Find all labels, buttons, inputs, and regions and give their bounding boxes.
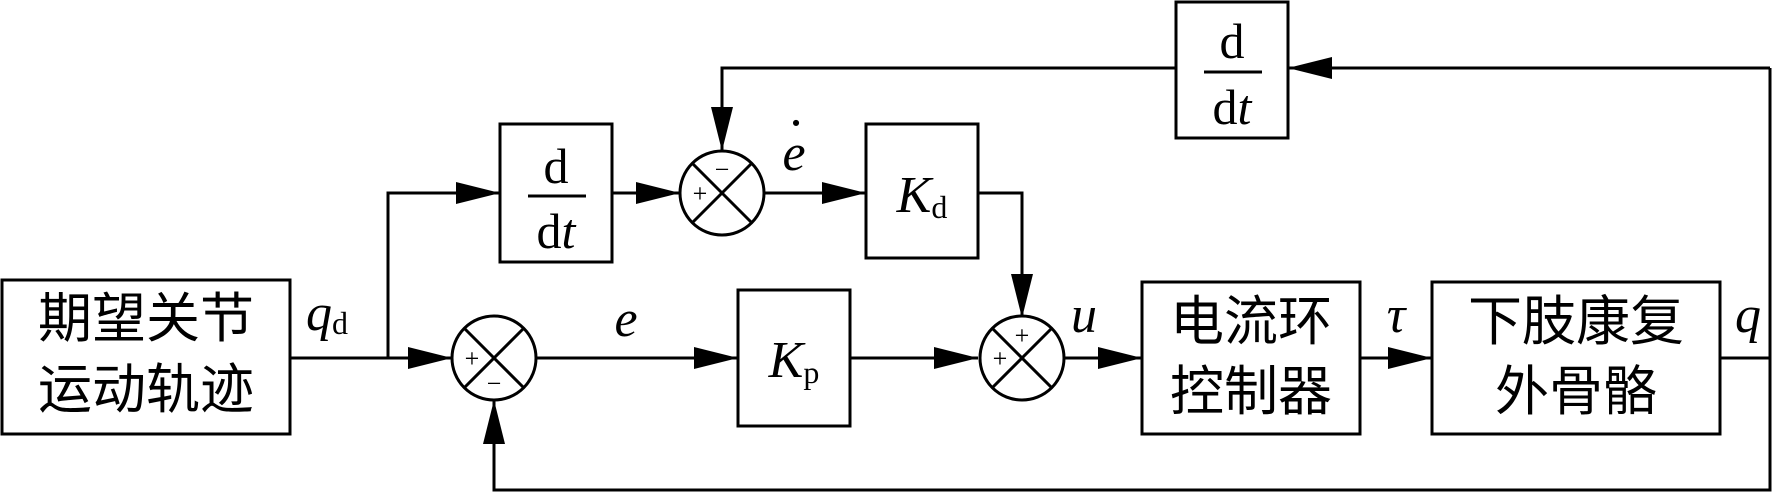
- block-derivative: d dt: [498, 122, 614, 264]
- arrow-into-feedback-derivative: [1288, 57, 1332, 79]
- current-loop-line1: 电流环: [1170, 290, 1332, 353]
- exoskeleton-line2: 外骨骼: [1495, 360, 1657, 423]
- arrow-into-exoskeleton: [1388, 347, 1432, 369]
- signal-label-u: u: [1071, 287, 1097, 344]
- block-exoskeleton: 下肢康复 外骨骼: [1430, 280, 1722, 436]
- signal-label-e-dot: e ·: [782, 95, 805, 182]
- sum2-minus-sign: −: [715, 155, 730, 184]
- kp-label: Kp: [768, 332, 820, 390]
- wire-kd-to-sum3: [978, 191, 1024, 318]
- sum1-minus-sign: −: [487, 369, 502, 398]
- arrow-into-kp: [694, 347, 738, 369]
- arrow-into-sum1: [408, 347, 452, 369]
- feedback-derivative-numerator: d: [1220, 13, 1245, 69]
- sum2-plus-sign: +: [693, 179, 708, 208]
- arrow-into-sum2: [636, 182, 680, 204]
- arrowheads: [408, 57, 1432, 444]
- derivative-denominator: dt: [537, 203, 577, 259]
- sum-junction-3: + +: [978, 314, 1066, 402]
- arrow-into-sum1-bottom: [483, 400, 505, 444]
- sum1-plus-sign: +: [465, 344, 480, 373]
- derivative-numerator: d: [544, 138, 569, 194]
- arrow-into-kd: [822, 182, 866, 204]
- block-kd: Kd: [864, 122, 980, 260]
- feedback-derivative-denominator: dt: [1213, 79, 1253, 135]
- block-kp: Kp: [736, 288, 852, 428]
- e-dot-mark: ·: [787, 95, 804, 152]
- block-desired-trajectory: 期望关节 运动轨迹: [0, 278, 292, 436]
- signal-label-qd: qd: [306, 285, 348, 342]
- wire-feedback-bottom: [492, 68, 1772, 492]
- signal-label-tau: τ: [1387, 287, 1408, 344]
- block-current-loop: 电流环 控制器: [1140, 280, 1362, 436]
- arrow-into-current-loop: [1098, 347, 1142, 369]
- signal-label-e: e: [614, 291, 637, 348]
- signal-label-q: q: [1735, 287, 1761, 344]
- arrow-into-sum3-top: [1011, 274, 1033, 318]
- arrow-into-sum2-top: [711, 107, 733, 151]
- sum-junction-1: + −: [450, 314, 538, 402]
- kd-label: Kd: [896, 167, 948, 225]
- desired-trajectory-line1: 期望关节: [38, 287, 254, 350]
- desired-trajectory-line2: 运动轨迹: [38, 358, 254, 421]
- e-dot-letter: e: [782, 125, 805, 182]
- exoskeleton-line1: 下肢康复: [1468, 290, 1684, 353]
- current-loop-line2: 控制器: [1170, 360, 1332, 423]
- sum3-plus-top-sign: +: [1015, 321, 1030, 350]
- arrow-into-sum3-left: [934, 347, 978, 369]
- sum3-plus-left-sign: +: [993, 344, 1008, 373]
- block-feedback-derivative: d dt: [1174, 0, 1290, 140]
- arrow-into-derivative: [456, 182, 500, 204]
- sum-junction-2: + −: [678, 149, 766, 237]
